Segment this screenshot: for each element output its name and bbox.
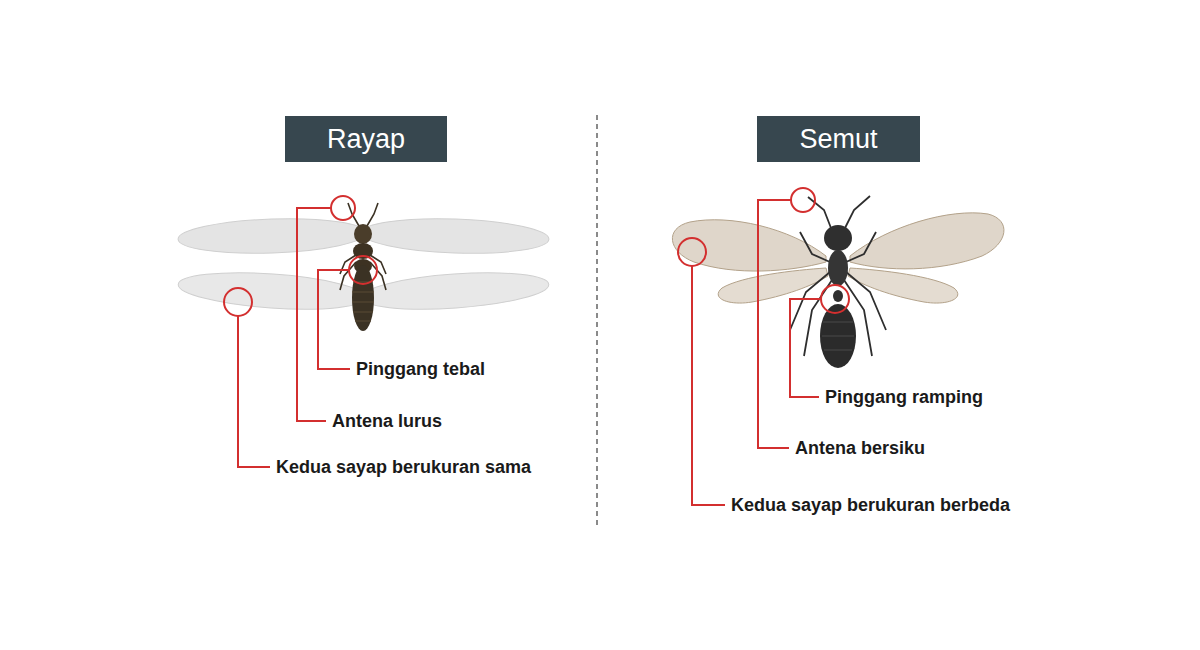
- termite-wing: [177, 267, 367, 314]
- callout-label: Pinggang ramping: [825, 386, 983, 408]
- callout-circle: [349, 256, 377, 284]
- leader-line: [297, 208, 331, 421]
- ant-figure: [672, 188, 1004, 505]
- header-box: Rayap: [285, 116, 447, 162]
- divider-line: [596, 115, 598, 525]
- termite-wing: [360, 216, 549, 257]
- termite-head: [354, 224, 372, 244]
- callout-label: Kedua sayap berukuran berbeda: [731, 494, 1010, 516]
- termite-wing: [177, 216, 366, 257]
- header-text: Rayap: [327, 124, 405, 155]
- callout-circle: [224, 288, 252, 316]
- callout-circle: [678, 238, 706, 266]
- header-box: Semut: [757, 116, 920, 162]
- termite-figure: [177, 196, 550, 467]
- callout-label: Pinggang tebal: [356, 358, 485, 380]
- termite-abdomen: [352, 265, 374, 331]
- header-text: Semut: [799, 124, 877, 155]
- termite-wing: [360, 267, 550, 314]
- leader-line: [790, 299, 821, 397]
- ant-thorax: [828, 250, 848, 286]
- ant-petiole: [833, 290, 843, 302]
- callout-circle: [821, 285, 849, 313]
- ant-head: [824, 225, 852, 251]
- callout-label: Antena lurus: [332, 410, 442, 432]
- callout-circle: [791, 188, 815, 212]
- callout-circle: [331, 196, 355, 220]
- leader-line: [758, 200, 791, 448]
- ant-wing: [718, 268, 828, 303]
- ant-wing: [850, 213, 1004, 269]
- ant-wing: [672, 220, 826, 271]
- leader-line: [318, 270, 350, 369]
- callout-label: Antena bersiku: [795, 437, 925, 459]
- leader-line: [692, 266, 725, 505]
- ant-wing: [848, 268, 958, 303]
- callout-label: Kedua sayap berukuran sama: [276, 456, 531, 478]
- leader-line: [238, 316, 270, 467]
